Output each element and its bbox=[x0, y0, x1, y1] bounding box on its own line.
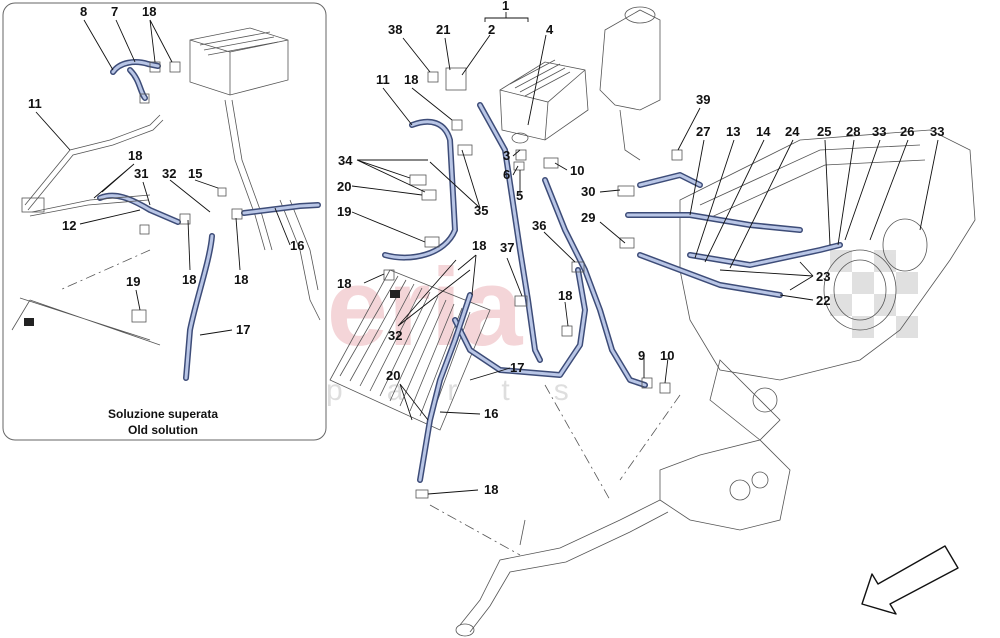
inset-expansion-tank bbox=[189, 27, 289, 96]
callout-25: 25 bbox=[817, 124, 831, 139]
lower-water-pipe bbox=[455, 499, 669, 637]
callout-18: 18 bbox=[472, 238, 486, 253]
callout-18: 18 bbox=[128, 148, 142, 163]
callout-33: 33 bbox=[930, 124, 944, 139]
callout-7: 7 bbox=[111, 4, 118, 19]
water-pump bbox=[659, 439, 791, 531]
checkered-flag-icon bbox=[830, 250, 918, 338]
callout-32: 32 bbox=[388, 328, 402, 343]
callout-21: 21 bbox=[436, 22, 450, 37]
callout-9: 9 bbox=[638, 348, 645, 363]
callout-34: 34 bbox=[338, 153, 353, 168]
callout-39: 39 bbox=[696, 92, 710, 107]
clamps bbox=[383, 67, 683, 499]
callout-20: 20 bbox=[337, 179, 351, 194]
callout-30: 30 bbox=[581, 184, 595, 199]
front-direction-arrow-icon bbox=[861, 545, 959, 615]
callouts: 8 7 18 11 18 31 32 15 12 18 18 16 19 17 … bbox=[28, 0, 944, 497]
callout-17: 17 bbox=[236, 322, 250, 337]
callout-13: 13 bbox=[726, 124, 740, 139]
assembly-lines bbox=[429, 384, 681, 556]
callout-24: 24 bbox=[785, 124, 800, 139]
callout-36: 36 bbox=[532, 218, 546, 233]
expansion-tank bbox=[499, 59, 589, 144]
callout-17: 17 bbox=[510, 360, 524, 375]
callout-38: 38 bbox=[388, 22, 402, 37]
callout-35: 35 bbox=[474, 203, 488, 218]
callout-16: 16 bbox=[484, 406, 498, 421]
radiator bbox=[329, 269, 491, 431]
callout-18: 18 bbox=[404, 72, 418, 87]
callout-33: 33 bbox=[872, 124, 886, 139]
callout-11: 11 bbox=[28, 96, 42, 111]
callout-32: 32 bbox=[162, 166, 176, 181]
callout-18: 18 bbox=[182, 272, 196, 287]
callout-18: 18 bbox=[142, 4, 156, 19]
leader-lines bbox=[35, 19, 939, 495]
callout-12: 12 bbox=[62, 218, 76, 233]
bracket-1 bbox=[484, 12, 529, 22]
callout-11: 11 bbox=[376, 72, 390, 87]
callout-20: 20 bbox=[386, 368, 400, 383]
callout-28: 28 bbox=[846, 124, 860, 139]
callout-3: 3 bbox=[503, 148, 510, 163]
callout-19: 19 bbox=[126, 274, 140, 289]
callout-22: 22 bbox=[816, 293, 830, 308]
inset-caption-english: Old solution bbox=[128, 423, 198, 437]
callout-29: 29 bbox=[581, 210, 595, 225]
hoses bbox=[382, 102, 843, 483]
callout-6: 6 bbox=[503, 167, 510, 182]
callout-18: 18 bbox=[337, 276, 351, 291]
callout-5: 5 bbox=[516, 188, 523, 203]
callout-26: 26 bbox=[900, 124, 914, 139]
old-solution-inset bbox=[2, 2, 327, 441]
callout-27: 27 bbox=[696, 124, 710, 139]
inset-caption-italian: Soluzione superata bbox=[108, 407, 218, 421]
overflow-bottle bbox=[599, 6, 661, 161]
callout-14: 14 bbox=[756, 124, 771, 139]
callout-2: 2 bbox=[488, 22, 495, 37]
callout-19: 19 bbox=[337, 204, 351, 219]
callout-4: 4 bbox=[546, 22, 554, 37]
callout-18: 18 bbox=[558, 288, 572, 303]
callout-37: 37 bbox=[500, 240, 514, 255]
callout-16: 16 bbox=[290, 238, 304, 253]
callout-1: 1 bbox=[502, 0, 509, 13]
callout-18: 18 bbox=[484, 482, 498, 497]
callout-10: 10 bbox=[660, 348, 674, 363]
callout-10: 10 bbox=[570, 163, 584, 178]
callout-18: 18 bbox=[234, 272, 248, 287]
callout-8: 8 bbox=[80, 4, 87, 19]
callout-23: 23 bbox=[816, 269, 830, 284]
callout-15: 15 bbox=[188, 166, 202, 181]
callout-31: 31 bbox=[134, 166, 148, 181]
